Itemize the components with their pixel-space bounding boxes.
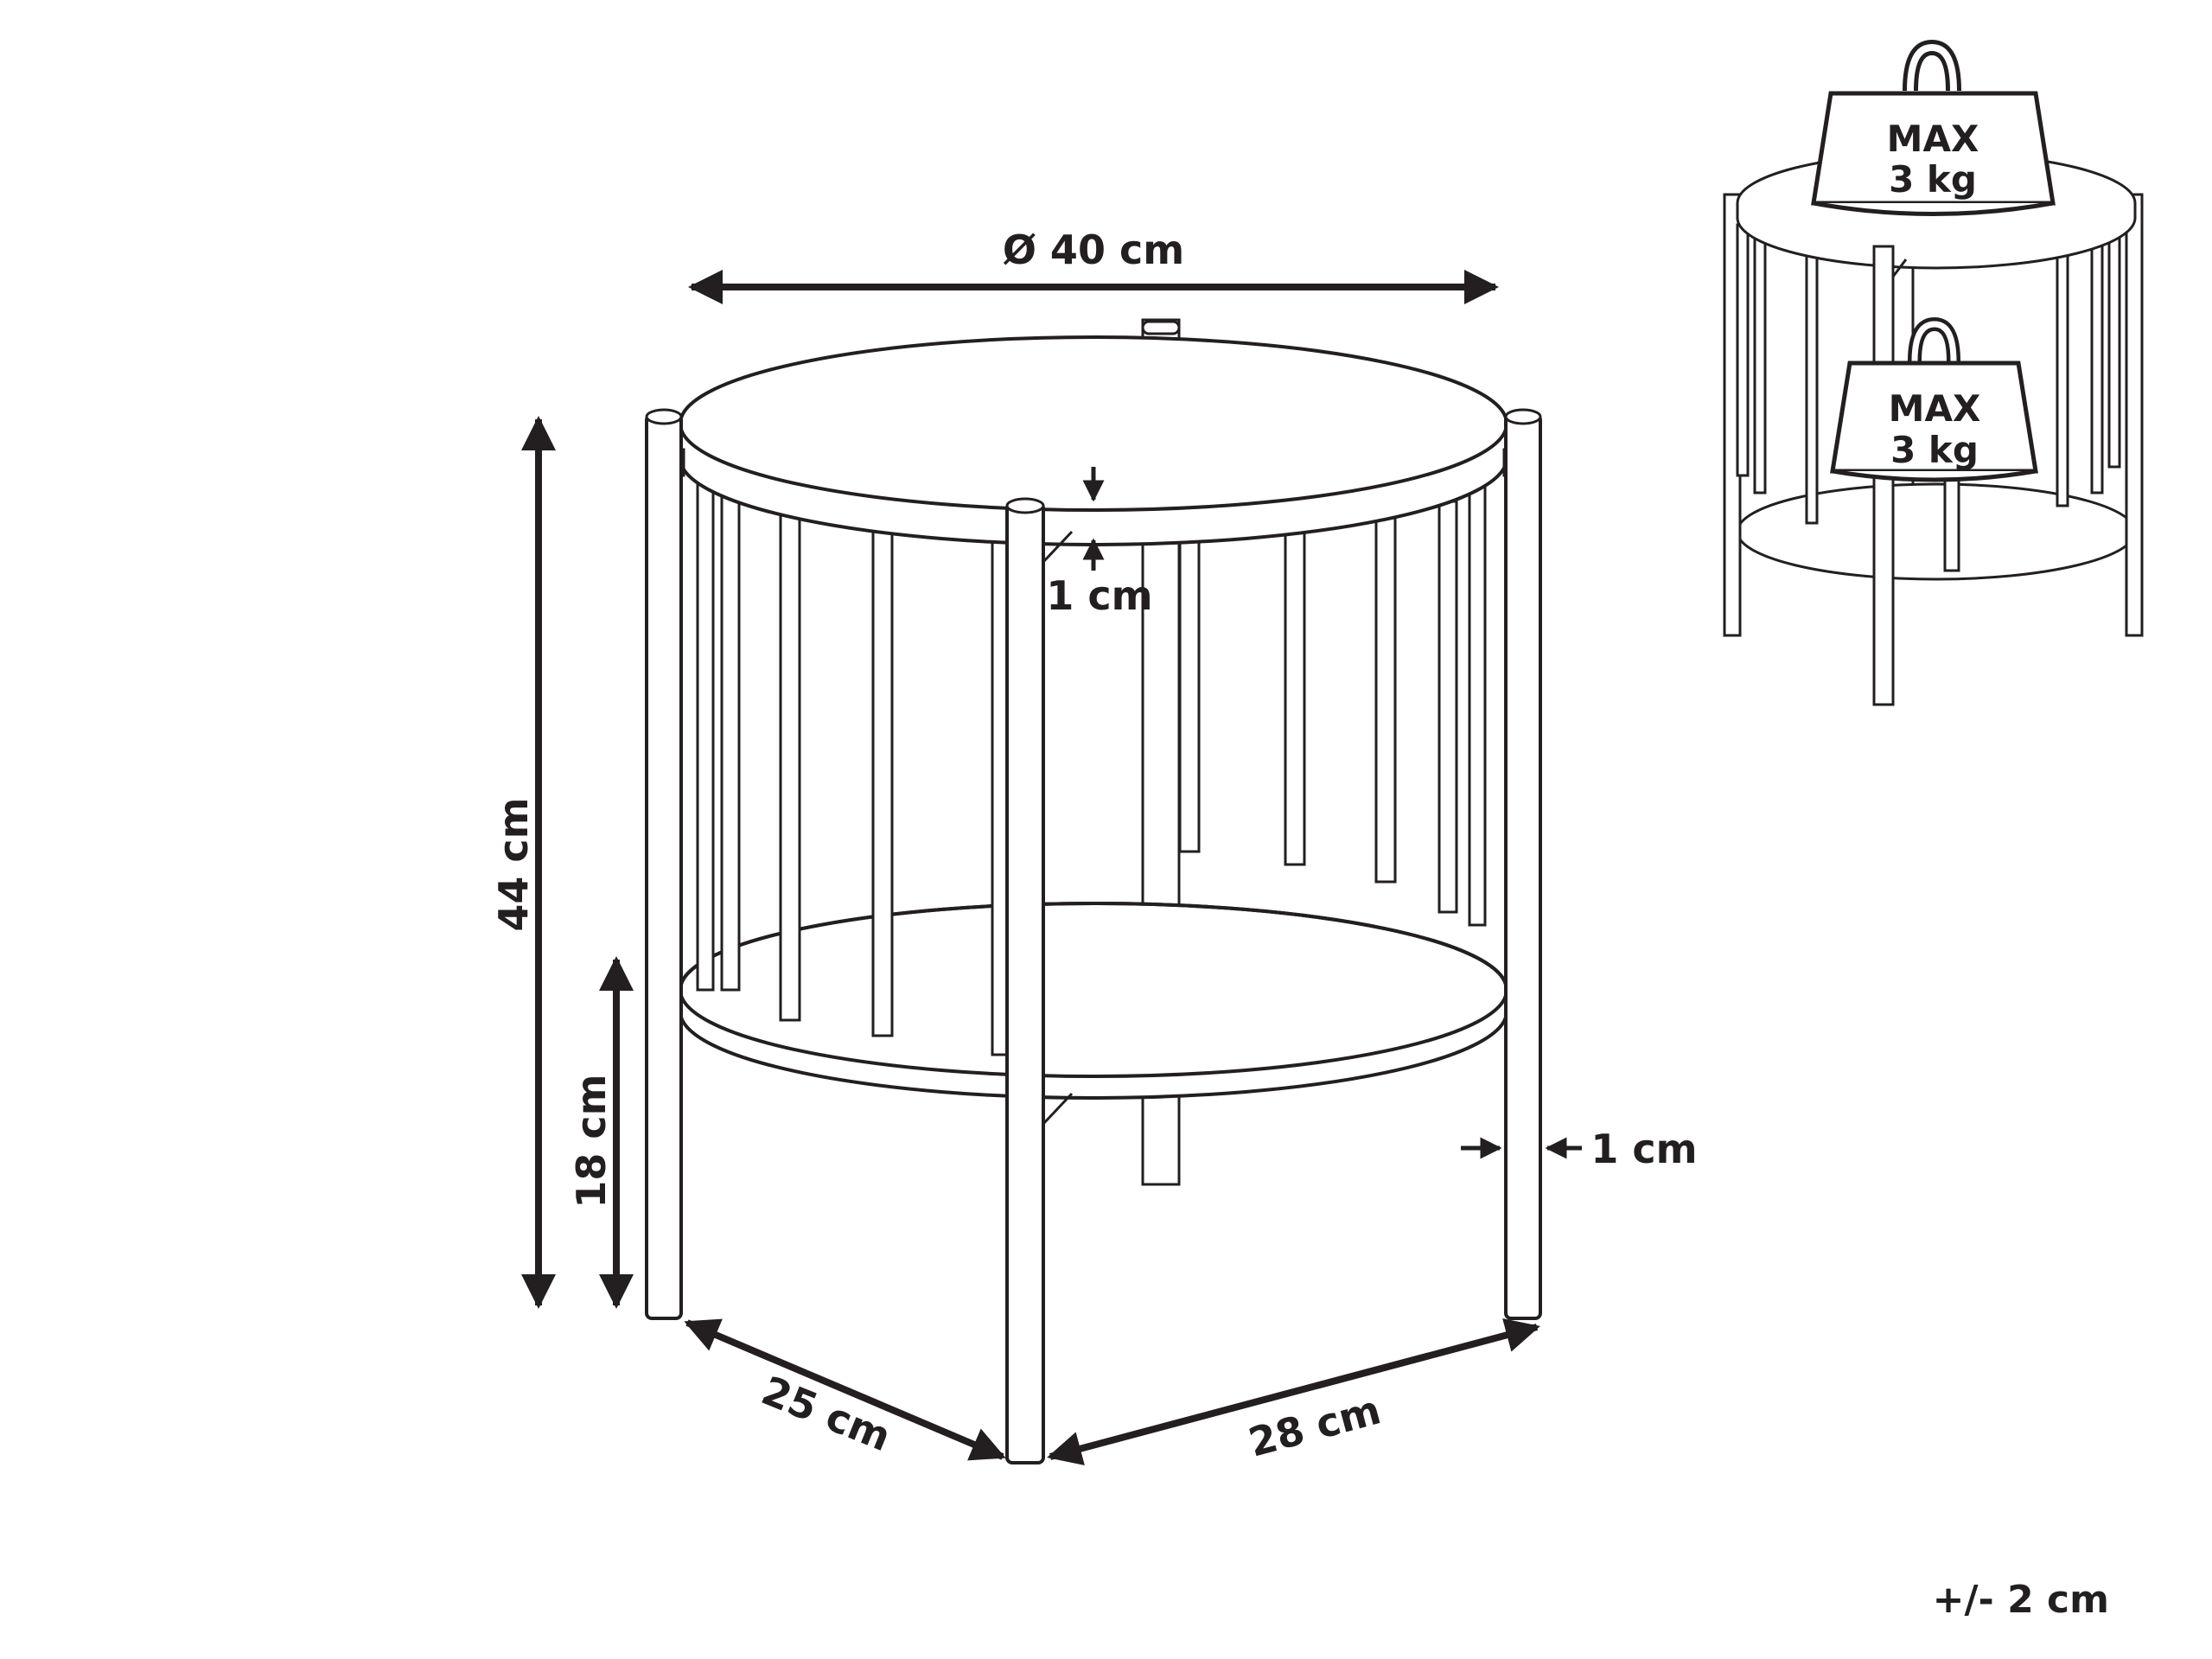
leg-left [645, 413, 683, 1320]
diameter-label: Ø 40 cm [1003, 227, 1184, 273]
weight-top-line1: MAX [1887, 118, 1979, 160]
height-label: 44 cm [490, 797, 537, 931]
cage-bars [696, 478, 1487, 1056]
weight-shelf-line1: MAX [1889, 387, 1981, 430]
width-arrow [1047, 1318, 1540, 1466]
weight-top: MAX 3 kg [1811, 39, 2056, 216]
main-table-drawing [645, 318, 1542, 1464]
depth-arrow [684, 1318, 1006, 1461]
dimension-lines [521, 270, 1582, 1466]
leg-thickness-label: 1 cm [1590, 1126, 1697, 1172]
shelf-height-label: 18 cm [568, 1074, 615, 1208]
legs [645, 408, 1542, 1464]
weight-capacity-illustration: MAX 3 kg MAX 3 kg [1723, 39, 2144, 706]
tolerance-label: +/- 2 cm [1933, 1578, 2109, 1622]
weight-top-line2: 3 kg [1889, 158, 1977, 201]
lower-shelf [679, 902, 1508, 1100]
leg-right [1504, 413, 1542, 1320]
top-thickness-label: 1 cm [1046, 572, 1152, 619]
weight-shelf: MAX 3 kg [1830, 316, 2038, 482]
table-top [668, 320, 1520, 546]
weight-shelf-line2: 3 kg [1890, 429, 1979, 471]
leg-front [1005, 501, 1045, 1464]
